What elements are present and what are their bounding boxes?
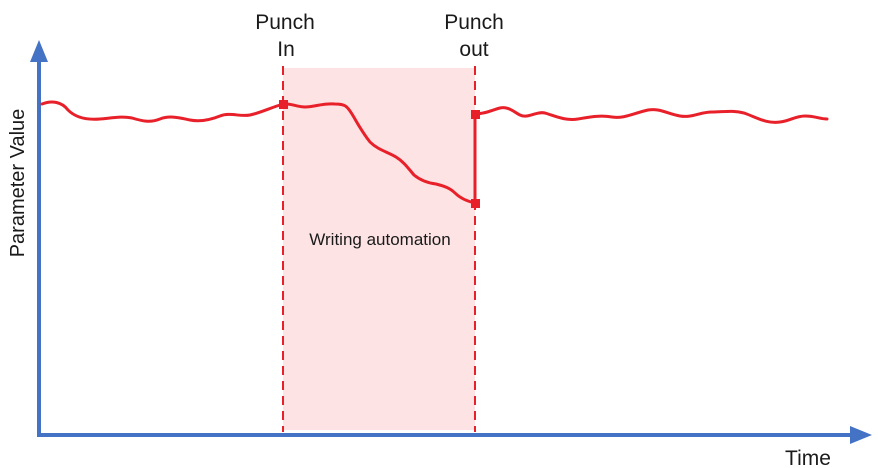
punch-out-lower-marker — [471, 199, 480, 208]
curve-writing — [281, 102, 477, 205]
writing-region-label: Writing automation — [309, 230, 450, 249]
punch-in-label-bottom: In — [277, 38, 295, 61]
punch-in-label-top: Punch — [255, 11, 315, 34]
x-axis-arrow — [850, 426, 872, 444]
y-axis-arrow — [30, 40, 48, 62]
punch-out-label-bottom: out — [459, 38, 488, 61]
y-axis-label: Parameter Value — [7, 109, 29, 258]
punch-out-upper-marker — [471, 110, 480, 119]
curve-after-punch-out — [473, 106, 829, 124]
punch-out-label-top: Punch — [444, 11, 504, 34]
punch-in-marker — [279, 100, 288, 109]
curve-before-punch-in — [40, 100, 285, 123]
writing-region — [283, 68, 475, 430]
x-axis-label: Time — [785, 447, 831, 468]
